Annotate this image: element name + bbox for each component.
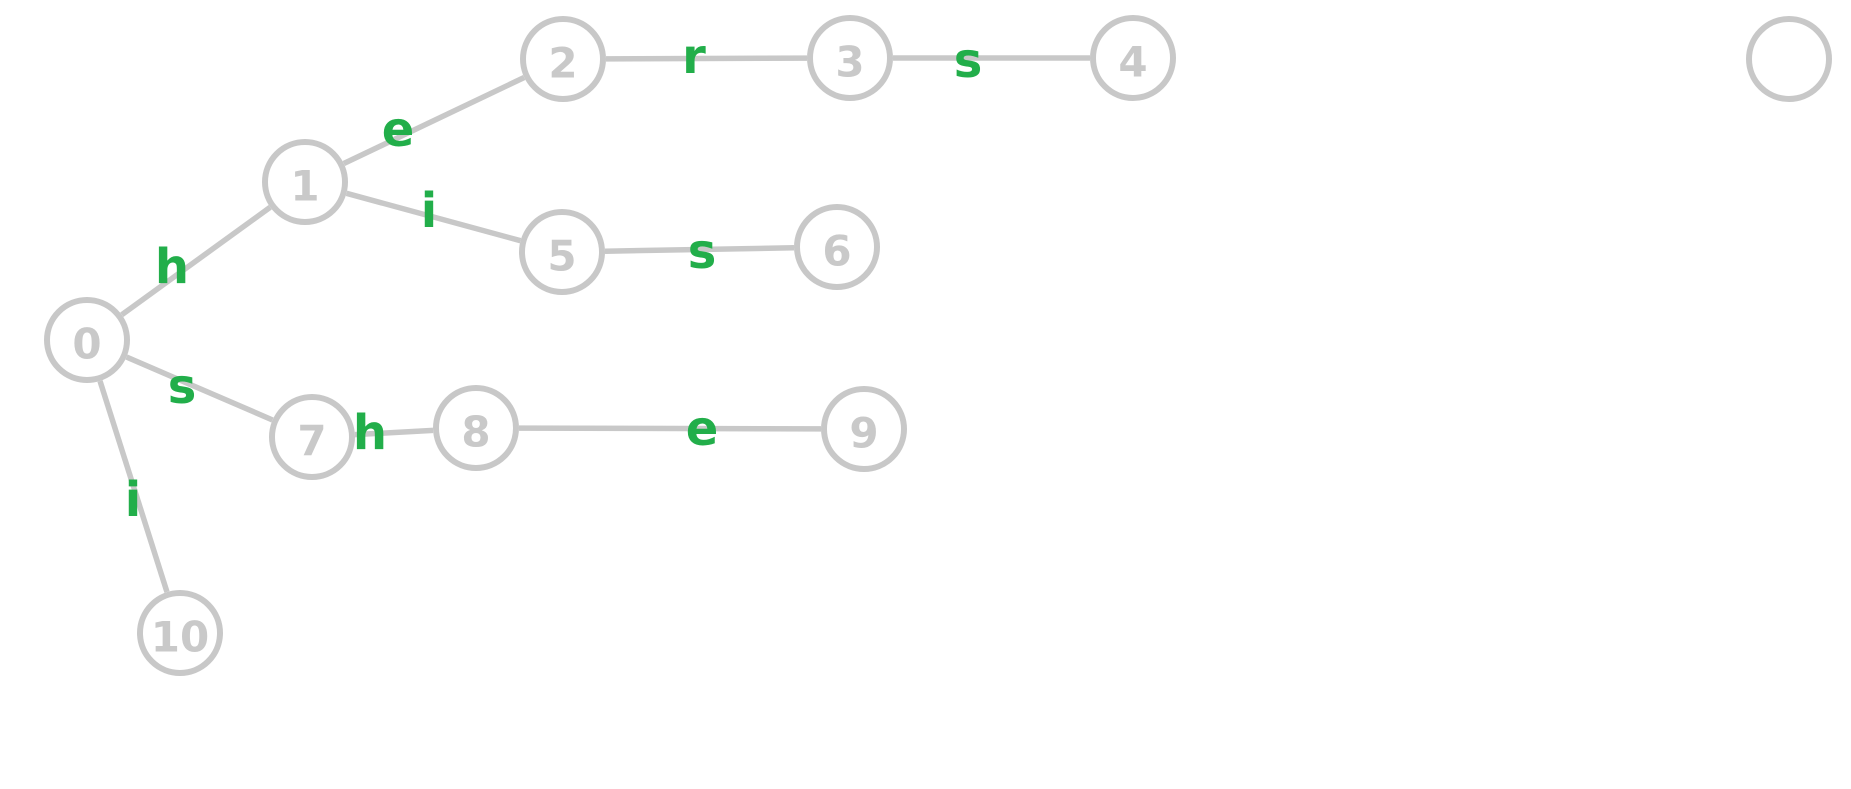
graph-edge-8-9 [518, 425, 822, 432]
graph-node-label-6: 6 [822, 227, 851, 276]
graph-node-3 [807, 15, 893, 101]
graph-edge-2-3 [605, 55, 808, 62]
graph-edge-label-0-1: h [155, 239, 189, 295]
graph-edge-label-8-9: e [686, 401, 719, 457]
graph-node-1 [262, 139, 348, 225]
graph-node-label-9: 9 [849, 409, 878, 458]
graph-node-label-4: 4 [1118, 38, 1147, 87]
graph-node-label-1: 1 [290, 162, 319, 211]
graph-node-5 [519, 209, 605, 295]
graph-node-9 [821, 386, 907, 472]
graph-node-label-8: 8 [461, 408, 490, 457]
graph-edge-1-2 [342, 75, 526, 166]
graph-edge-1-5 [345, 190, 522, 244]
graph-edge-label-1-2: e [382, 102, 415, 158]
graph-node-label-5: 5 [547, 232, 576, 281]
graph-edge-7-8 [354, 427, 434, 438]
graph-node-label-3: 3 [835, 38, 864, 87]
graph-edge-label-7-8: h [353, 405, 387, 461]
graph-edge-label-1-5: i [421, 183, 437, 239]
graph-edge-0-10 [97, 380, 170, 593]
graph-edge-5-6 [604, 245, 795, 254]
graph-node-8 [433, 385, 519, 471]
graph-edge-label-0-10: i [125, 472, 141, 528]
graph-edge-label-5-6: s [688, 224, 717, 280]
graph-node-0 [44, 297, 130, 383]
graph-edge-0-1 [120, 205, 272, 317]
graph-node-2 [520, 16, 606, 102]
graph-edge-label-0-7: s [168, 359, 197, 415]
graph-edge-0-7 [125, 354, 274, 423]
graph-node-label-0: 0 [72, 320, 101, 369]
graph-node-6 [794, 204, 880, 290]
graph-node-7 [269, 394, 355, 480]
graph-node-10 [137, 590, 223, 676]
graph-node-label-7: 7 [297, 417, 326, 466]
graph-node-4 [1090, 15, 1176, 101]
graph-edge-label-2-3: r [682, 29, 706, 85]
graph-node-label-10: 10 [151, 613, 209, 662]
graph-node-label-2: 2 [548, 39, 577, 88]
graph-node-empty [1746, 16, 1832, 102]
graph-edge-label-3-4: s [954, 33, 983, 89]
